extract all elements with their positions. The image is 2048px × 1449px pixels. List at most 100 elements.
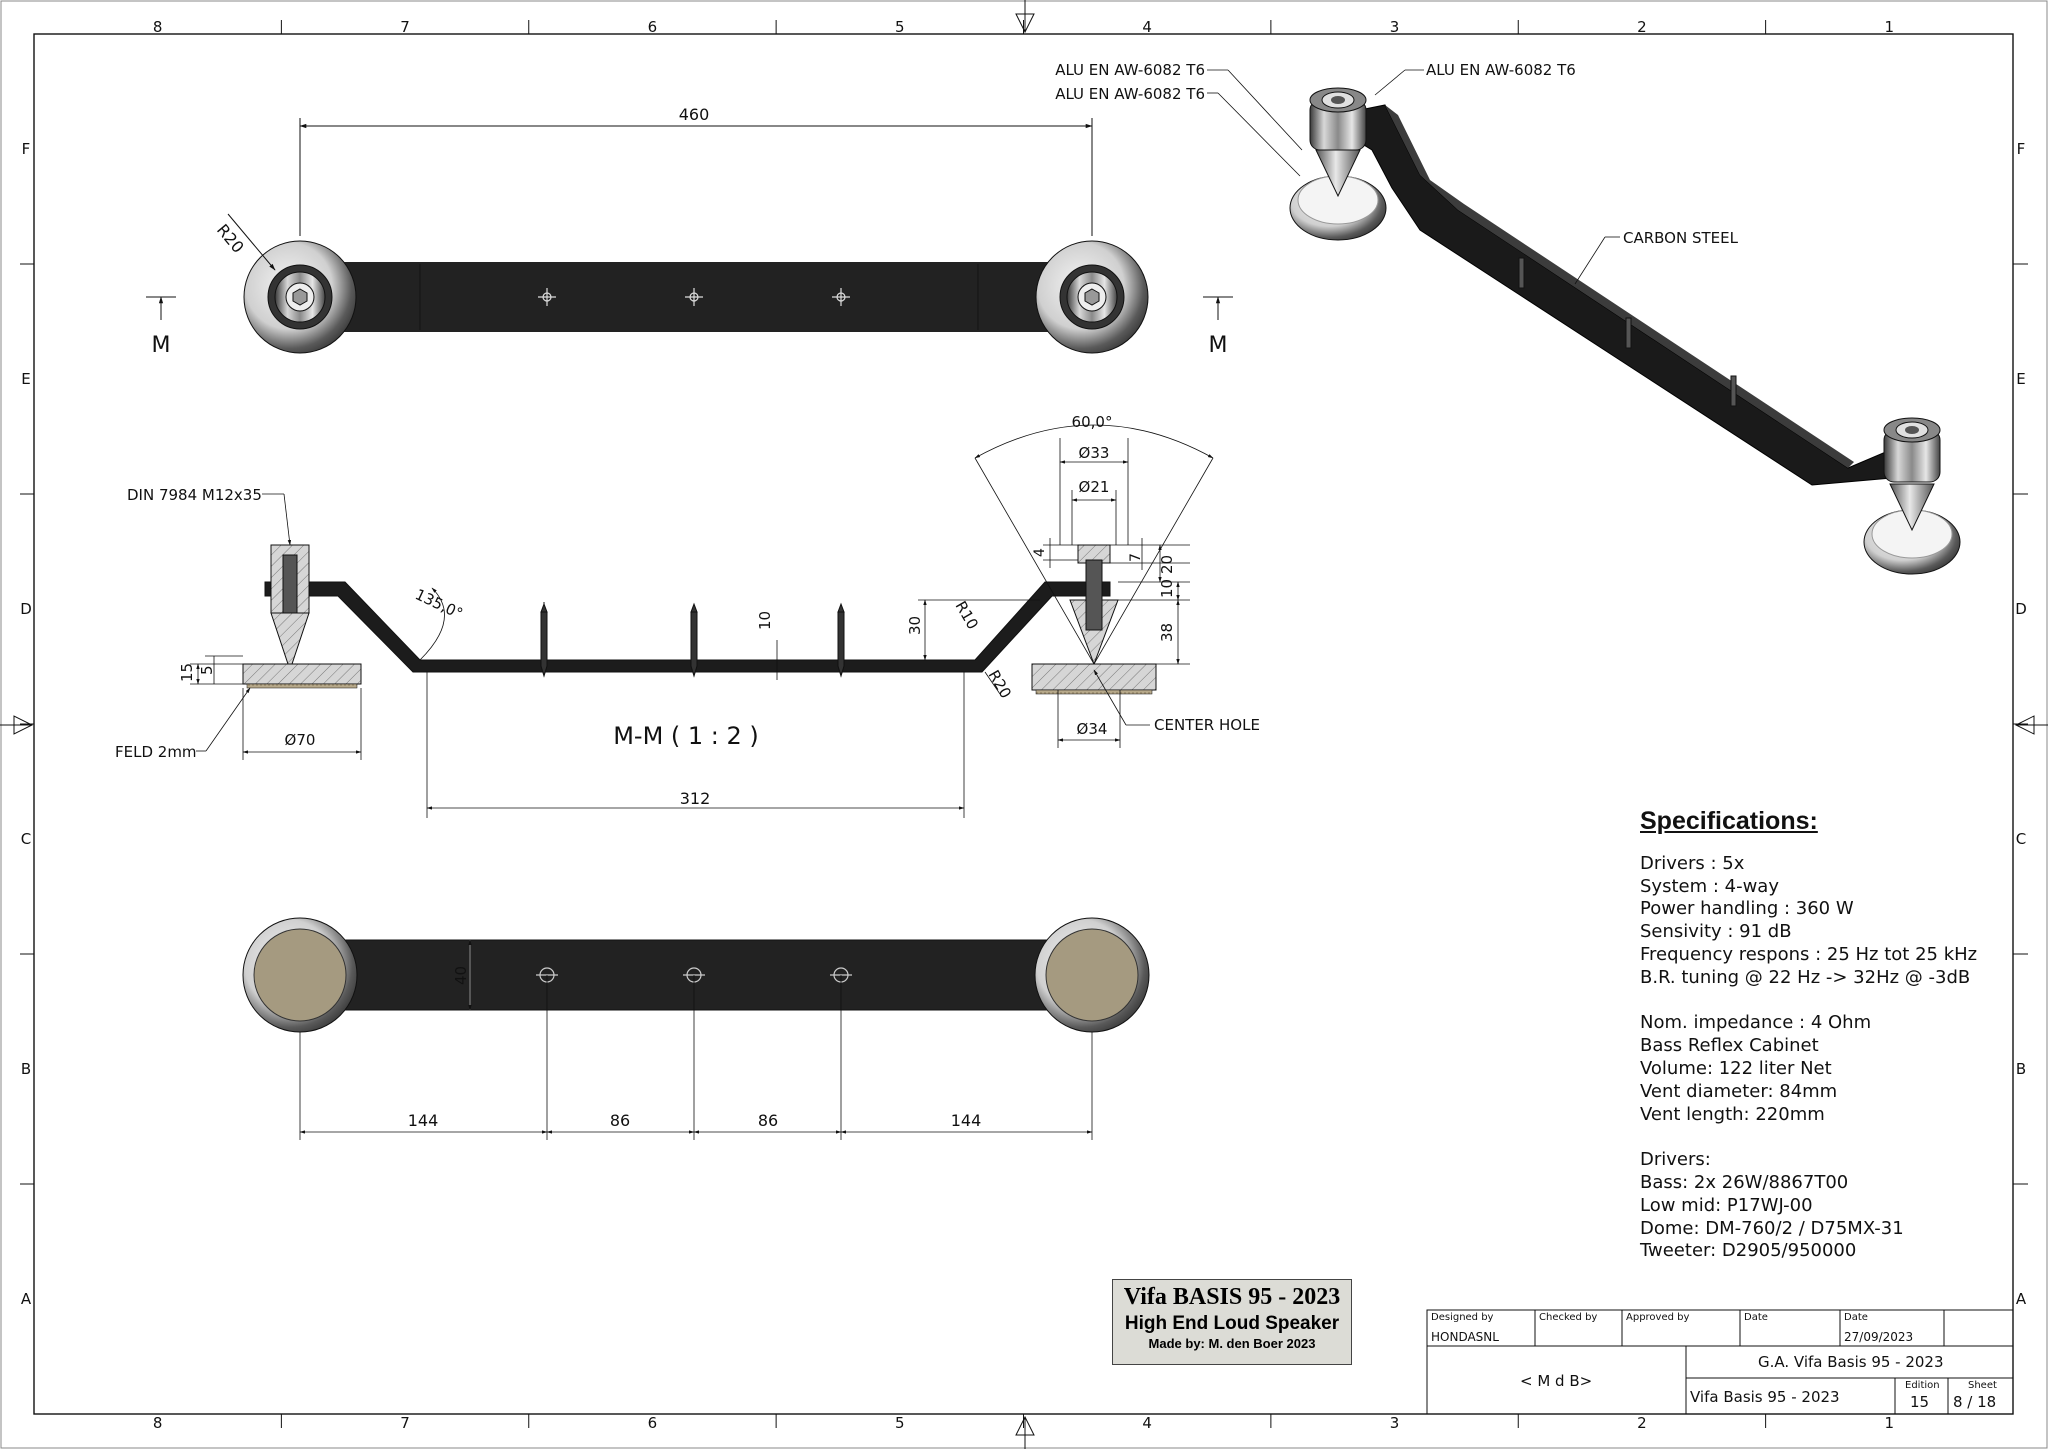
zone-column-label: 1	[1885, 18, 1895, 36]
iso-bar	[1318, 104, 1937, 486]
iso-screws	[1518, 257, 1737, 407]
dim-10-right: 10	[1158, 579, 1176, 598]
dim-144-left: 144	[408, 1111, 439, 1130]
zone-column-label: 2	[1637, 1414, 1647, 1432]
label-felt: FELD 2mm	[115, 743, 197, 761]
spec-line: Frequency respons : 25 Hz tot 25 kHz	[1640, 943, 1978, 965]
spec-line: Dome: DM-760/2 / D75MX-31	[1640, 1217, 1904, 1239]
dim-144-right: 144	[951, 1111, 982, 1130]
zone-column-label: 7	[400, 18, 410, 36]
spec-line: Bass: 2x 26W/8867T00	[1640, 1171, 1849, 1193]
spec-line: Volume: 122 liter Net	[1640, 1057, 1832, 1079]
brand-line-1: Vifa BASIS 95 - 2023	[1123, 1284, 1341, 1310]
top-view-right-foot	[1035, 240, 1149, 354]
tb-date-label-2: Date	[1844, 1312, 1868, 1323]
section-left-spike	[242, 544, 362, 689]
iso-view: ALU EN AW-6082 T6 ALU EN AW-6082 T6 ALU …	[1055, 61, 1961, 575]
spec-line: Power handling : 360 W	[1640, 898, 1854, 920]
tb-sheet: 8 / 18	[1953, 1393, 1997, 1411]
section-right-spike	[1031, 544, 1157, 695]
zone-column-label: 3	[1390, 18, 1400, 36]
dim-d34: Ø34	[1077, 720, 1108, 738]
zone-row-label: F	[2017, 140, 2026, 158]
dim-d33: Ø33	[1079, 444, 1110, 462]
dim-5: 5	[198, 665, 216, 675]
tb-sheet-label: Sheet	[1968, 1380, 1997, 1391]
dim-r20-section: R20	[985, 667, 1015, 702]
dim-r10: R10	[952, 598, 982, 633]
dim-angle-cone: 60,0°	[1072, 413, 1113, 431]
zone-column-label: 1	[1885, 1414, 1895, 1432]
label-center-hole: CENTER HOLE	[1154, 716, 1260, 734]
label-alu-left-2: ALU EN AW-6082 T6	[1055, 85, 1205, 103]
top-view: 460 R20 M M	[146, 105, 1233, 358]
dim-r20-top: R20	[213, 220, 248, 256]
top-view-left-foot	[243, 240, 357, 354]
zone-row-label: D	[2015, 600, 2027, 618]
zone-column-label: 6	[648, 1414, 658, 1432]
zone-column-label: 3	[1390, 1414, 1400, 1432]
zone-row-label: C	[2016, 830, 2026, 848]
label-alu-right: ALU EN AW-6082 T6	[1426, 61, 1576, 79]
tb-drawing-name: Vifa Basis 95 - 2023	[1690, 1388, 1840, 1406]
tb-approved-by-label: Approved by	[1626, 1312, 1690, 1323]
section-screws	[540, 602, 845, 678]
dim-20: 20	[1158, 555, 1176, 574]
dim-10-thickness: 10	[756, 611, 774, 630]
specifications-title: Specifications:	[1640, 807, 1818, 835]
zone-column-label: 4	[1142, 1414, 1152, 1432]
dim-4: 4	[1032, 548, 1048, 557]
zone-row-label: C	[21, 830, 31, 848]
zone-column-label: 5	[895, 1414, 905, 1432]
zone-column-label: 6	[648, 18, 658, 36]
top-view-holes	[538, 288, 850, 306]
dim-d70: Ø70	[285, 731, 316, 749]
brand-box: Vifa BASIS 95 - 2023 High End Loud Speak…	[1112, 1279, 1352, 1365]
zone-row-label: E	[21, 370, 30, 388]
title-block	[1426, 1309, 2014, 1415]
zone-column-label: 4	[1142, 18, 1152, 36]
spec-line: System : 4-way	[1640, 875, 1779, 897]
label-carbon-steel: CARBON STEEL	[1623, 229, 1739, 247]
tb-designer: HONDASNL	[1431, 1330, 1499, 1344]
spec-line: Bass Reflex Cabinet	[1640, 1035, 1819, 1057]
spec-group-2: Nom. impedance : 4 Ohm Bass Reflex Cabin…	[1640, 1012, 2020, 1126]
zone-column-label: 8	[153, 18, 163, 36]
dim-angle-bend: 135,0°	[412, 585, 465, 623]
tb-edition: 15	[1910, 1393, 1930, 1411]
zone-row-label: F	[22, 140, 31, 158]
spec-line: Sensivity : 91 dB	[1640, 921, 1792, 943]
dim-38: 38	[1158, 623, 1176, 642]
spec-line: Tweeter: D2905/950000	[1640, 1240, 1857, 1262]
zone-row-label: D	[20, 600, 32, 618]
zone-row-label: A	[2016, 1290, 2027, 1308]
brand-line-2: High End Loud Speaker	[1124, 1313, 1340, 1334]
dim-86-right: 86	[758, 1111, 778, 1130]
spec-line: Vent diameter: 84mm	[1640, 1080, 1838, 1102]
spec-group-1: Drivers : 5x System : 4-way Power handli…	[1640, 853, 2020, 990]
tb-checked-by-label: Checked by	[1539, 1312, 1598, 1323]
dim-15: 15	[178, 663, 196, 682]
dim-30: 30	[906, 616, 924, 635]
brand-line-3: Made by: M. den Boer 2023	[1148, 1336, 1316, 1351]
label-bolt: DIN 7984 M12x35	[127, 486, 262, 504]
spec-line: Drivers : 5x	[1640, 852, 1745, 874]
zone-row-label: E	[2016, 370, 2025, 388]
section-mark-right: M	[1209, 333, 1228, 358]
dim-d21: Ø21	[1079, 478, 1110, 496]
section-title: M-M ( 1 : 2 )	[613, 722, 759, 750]
dim-460: 460	[679, 105, 710, 124]
spec-line: Drivers:	[1640, 1149, 1711, 1171]
zone-column-label: 5	[895, 18, 905, 36]
bottom-view: 40 144 86 86 144	[242, 917, 1150, 1140]
zone-column-label: 2	[1637, 18, 1647, 36]
dim-40: 40	[452, 966, 470, 985]
iso-foot-bottom-right	[1863, 417, 1961, 575]
zone-row-label: B	[21, 1060, 31, 1078]
spec-line: Vent length: 220mm	[1640, 1103, 1825, 1125]
zone-column-label: 7	[400, 1414, 410, 1432]
dim-7: 7	[1128, 553, 1144, 562]
zone-column-label: 8	[153, 1414, 163, 1432]
dim-312: 312	[680, 789, 711, 808]
